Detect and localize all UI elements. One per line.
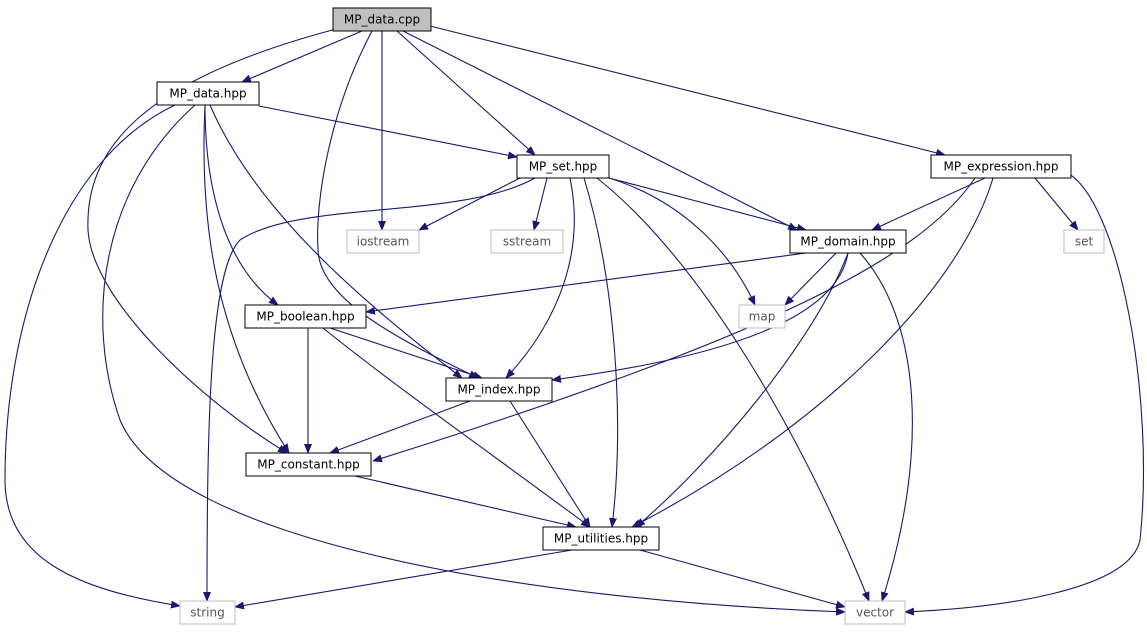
node-mp_utilities_hpp[interactable]: MP_utilities.hpp <box>542 526 660 551</box>
edge-mp_set_hpp-to-mp_index_hpp <box>505 177 575 379</box>
node-box <box>490 229 564 254</box>
node-box <box>179 600 236 625</box>
edge-mp_data_hpp-to-mp_index_hpp <box>209 104 463 379</box>
edge-mp_data_cpp-to-mp_set_hpp <box>396 30 536 156</box>
node-box <box>1063 229 1105 254</box>
node-set: set <box>1063 229 1105 254</box>
edge-mp_set_hpp-to-mp_utilities_hpp <box>583 177 619 528</box>
node-mp_index_hpp[interactable]: MP_index.hpp <box>445 377 553 402</box>
node-label: set <box>1075 235 1094 249</box>
node-vector: vector <box>844 600 906 625</box>
node-box <box>542 526 660 551</box>
node-box <box>245 452 372 477</box>
node-label: MP_index.hpp <box>457 383 540 397</box>
node-label: iostream <box>357 235 410 249</box>
edge-mp_boolean_hpp-to-mp_index_hpp <box>329 327 483 379</box>
node-label: map <box>749 310 776 324</box>
node-box <box>346 229 420 254</box>
node-label: MP_constant.hpp <box>257 458 359 472</box>
edges-layer <box>4 21 1145 616</box>
edge-mp_index_hpp-to-mp_utilities_hpp <box>509 400 591 528</box>
node-map: map <box>738 304 786 329</box>
edge-mp_data_cpp-to-mp_index_hpp <box>317 30 479 379</box>
node-label: vector <box>856 606 894 620</box>
edge-mp_expression_hpp-to-set <box>1034 177 1079 231</box>
edge-mp_data_cpp-to-mp_domain_hpp <box>402 30 798 231</box>
node-sstream: sstream <box>490 229 564 254</box>
node-box <box>844 600 906 625</box>
node-label: MP_set.hpp <box>529 160 598 174</box>
edge-mp_utilities_hpp-to-string <box>234 549 573 610</box>
edge-mp_expression_hpp-to-mp_utilities_hpp <box>631 177 994 528</box>
node-mp_expression_hpp[interactable]: MP_expression.hpp <box>930 154 1072 179</box>
edge-mp_data_cpp-to-mp_data_hpp <box>241 30 363 83</box>
edge-mp_data_hpp-to-mp_constant_hpp <box>203 104 290 454</box>
edge-mp_set_hpp-to-mp_domain_hpp <box>608 177 807 232</box>
node-label: MP_boolean.hpp <box>256 310 354 324</box>
edge-mp_expression_hpp-to-vector <box>904 171 1145 616</box>
node-string: string <box>179 600 236 625</box>
node-box <box>445 377 553 402</box>
node-label: MP_data.hpp <box>169 87 246 101</box>
edge-mp_data_hpp-to-mp_boolean_hpp <box>204 104 279 306</box>
node-label: MP_utilities.hpp <box>554 532 648 546</box>
edge-mp_utilities_hpp-to-vector <box>639 549 846 609</box>
edge-mp_domain_hpp-to-mp_index_hpp <box>551 252 849 383</box>
edge-mp_domain_hpp-to-map <box>784 252 837 306</box>
edge-mp_data_hpp-to-string <box>4 104 181 609</box>
edge-mp_constant_hpp-to-mp_utilities_hpp <box>354 475 577 529</box>
node-box <box>930 154 1072 179</box>
edge-mp_set_hpp-to-map <box>608 177 756 306</box>
node-label: MP_data.cpp <box>344 13 420 27</box>
node-mp_data_cpp[interactable]: MP_data.cpp <box>332 7 432 32</box>
edge-mp_set_hpp-to-iostream <box>418 177 521 231</box>
node-box <box>244 304 367 329</box>
node-label: string <box>190 606 224 620</box>
edge-mp_set_hpp-to-string <box>203 177 536 602</box>
node-mp_constant_hpp[interactable]: MP_constant.hpp <box>245 452 372 477</box>
edge-mp_domain_hpp-to-mp_boolean_hpp <box>365 252 807 315</box>
edge-mp_expression_hpp-to-mp_constant_hpp <box>372 177 976 463</box>
edge-mp_data_hpp-to-vector <box>102 104 846 616</box>
node-mp_data_hpp[interactable]: MP_data.hpp <box>156 81 260 106</box>
edge-mp_domain_hpp-to-vector <box>859 252 913 602</box>
node-label: MP_domain.hpp <box>800 235 895 249</box>
edge-mp_data_cpp-to-mp_expression_hpp <box>413 21 946 157</box>
node-box <box>789 229 907 254</box>
edge-mp_boolean_hpp-to-mp_utilities_hpp <box>322 327 591 528</box>
node-mp_boolean_hpp[interactable]: MP_boolean.hpp <box>244 304 367 329</box>
node-mp_domain_hpp[interactable]: MP_domain.hpp <box>789 229 907 254</box>
edge-mp_expression_hpp-to-mp_domain_hpp <box>871 177 986 231</box>
edge-mp_set_hpp-to-vector <box>596 177 870 602</box>
node-mp_set_hpp[interactable]: MP_set.hpp <box>516 154 610 179</box>
node-box <box>156 81 260 106</box>
edge-mp_index_hpp-to-mp_constant_hpp <box>329 400 471 454</box>
node-box <box>332 7 432 32</box>
edge-mp_domain_hpp-to-mp_utilities_hpp <box>635 252 849 528</box>
node-label: sstream <box>503 235 551 249</box>
node-box <box>738 304 786 329</box>
node-box <box>516 154 610 179</box>
edge-mp_data_cpp-to-mp_constant_hpp <box>87 27 341 454</box>
node-label: MP_expression.hpp <box>944 160 1059 174</box>
node-iostream: iostream <box>346 229 420 254</box>
edge-mp_set_hpp-to-sstream <box>532 177 548 231</box>
edge-mp_data_hpp-to-mp_set_hpp <box>258 105 518 160</box>
